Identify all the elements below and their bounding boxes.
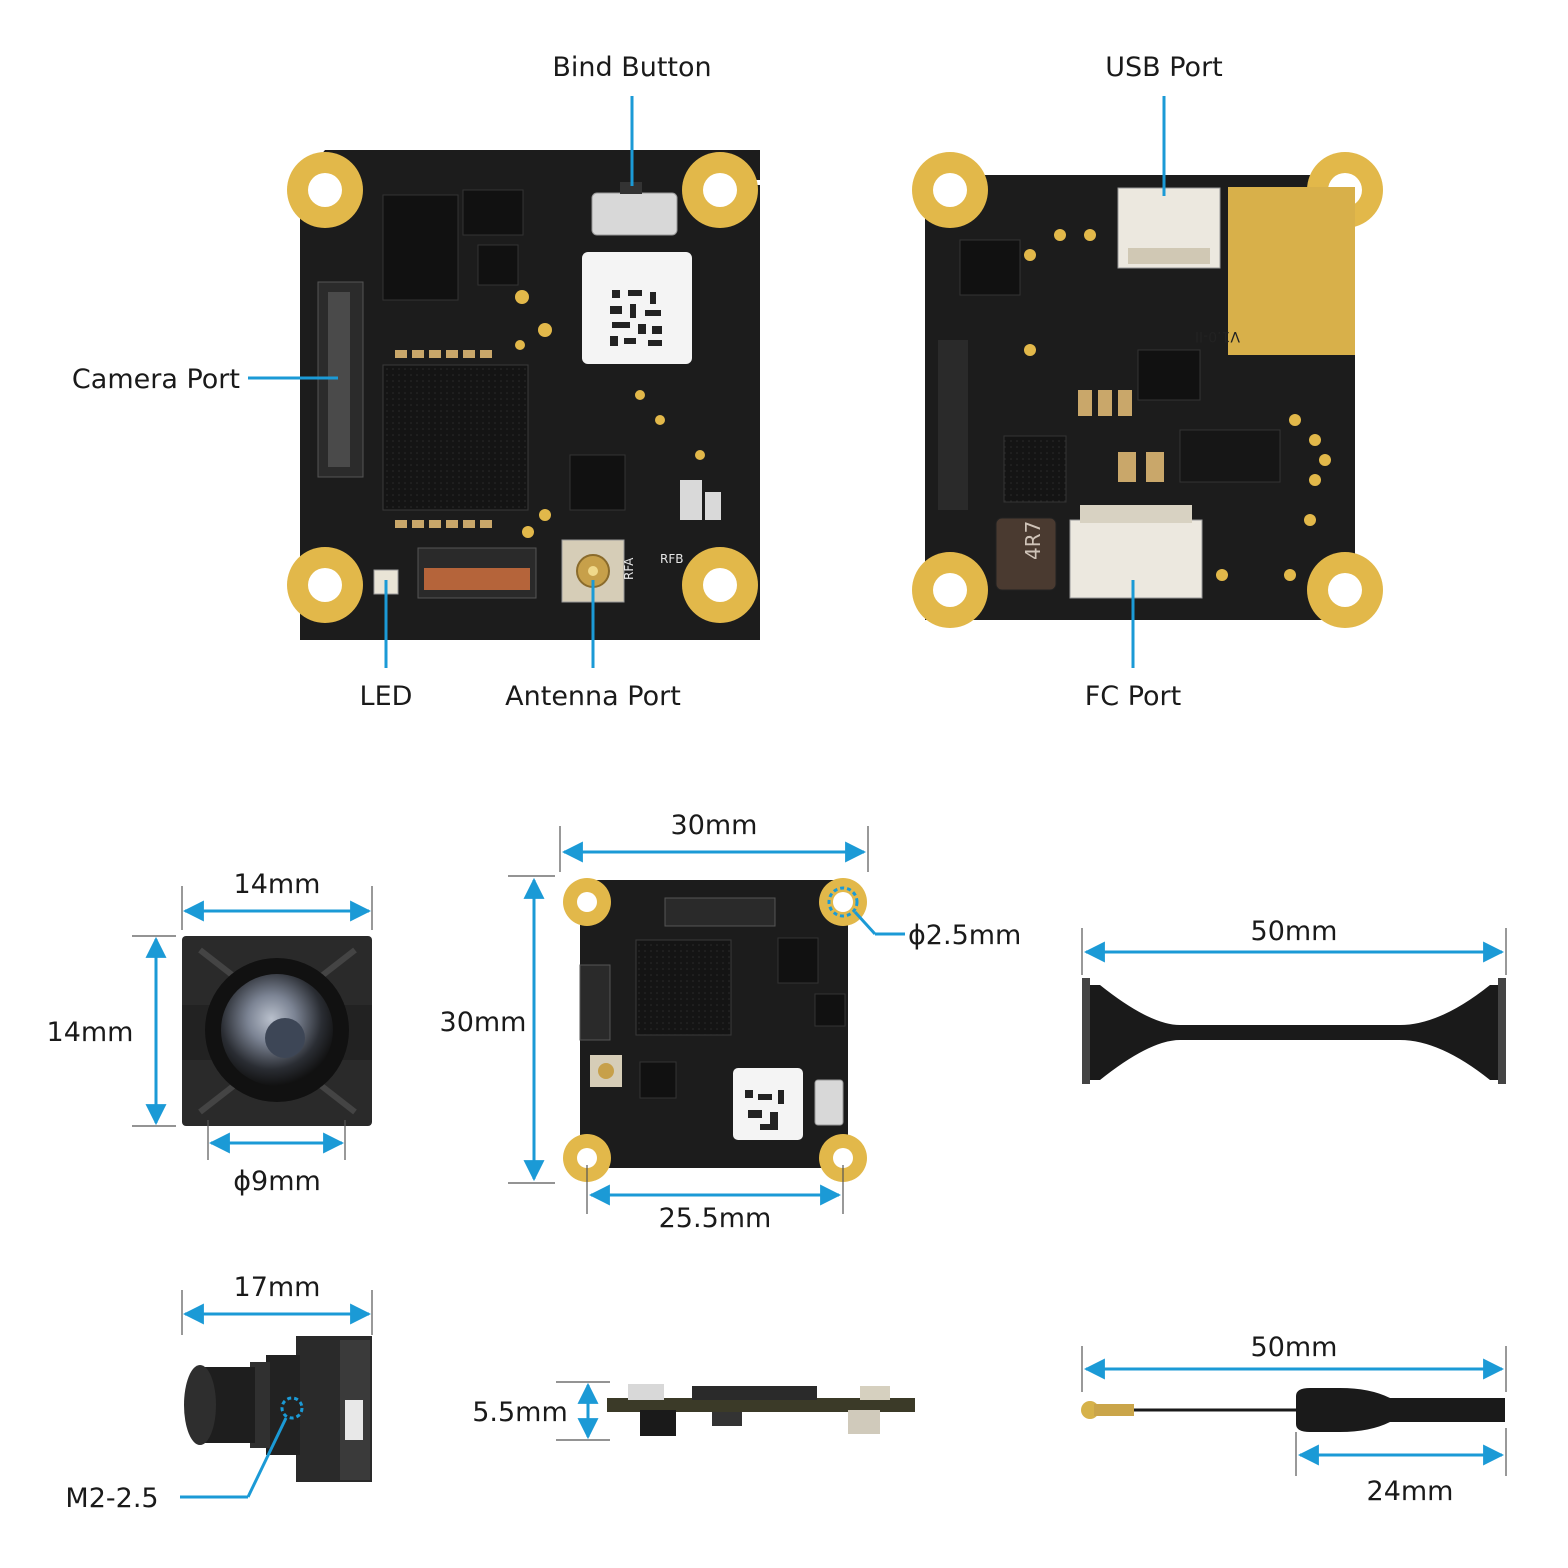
mounting-pad — [912, 152, 988, 228]
mounting-pad — [1307, 552, 1383, 628]
mounting-pad — [287, 152, 363, 228]
board-dimensions — [508, 826, 905, 1214]
inductor-marking: 4R7 — [1021, 521, 1045, 560]
camera-lens-label: ϕ9mm — [233, 1166, 321, 1197]
camera-front-dimensions — [132, 886, 373, 1160]
ribbon-dimension — [1081, 928, 1507, 975]
camera-width-label: 14mm — [234, 869, 321, 900]
callout-lines — [248, 96, 1166, 668]
camera-side — [184, 1336, 372, 1482]
camera-height-label: 14mm — [47, 1017, 134, 1048]
vtx-board-front: RFB RFA — [287, 150, 760, 640]
mounting-pad — [682, 547, 758, 623]
mounting-pad — [819, 1134, 867, 1182]
rfb-marking: RFB — [660, 552, 683, 566]
vtx-board-back: V1.0-II 4R7 — [912, 152, 1383, 628]
mounting-pad — [682, 152, 758, 228]
fc-port-label: FC Port — [1085, 681, 1182, 712]
rfa-marking: RFA — [622, 557, 636, 580]
mounting-pad — [563, 1134, 611, 1182]
usb-port-label: USB Port — [1105, 52, 1223, 83]
camera-port-label: Camera Port — [72, 364, 240, 395]
board-height-label: 30mm — [440, 1007, 527, 1038]
camera-front — [182, 936, 372, 1126]
vtx-board-dimensioned — [563, 878, 867, 1182]
board-thickness-dimension — [556, 1381, 610, 1441]
antenna — [1081, 1388, 1505, 1432]
antenna-dimensions — [1081, 1346, 1507, 1476]
antenna-port-label: Antenna Port — [505, 681, 681, 712]
camera-depth-label: 17mm — [234, 1272, 321, 1303]
mounting-pad — [287, 547, 363, 623]
mounting-pad — [563, 878, 611, 926]
version-marking: V1.0-II — [1195, 328, 1240, 344]
antenna-tip-label: 24mm — [1367, 1476, 1454, 1507]
board-width-label: 30mm — [671, 810, 758, 841]
ribbon-length-label: 50mm — [1251, 916, 1338, 947]
hole-spacing-label: 25.5mm — [659, 1203, 772, 1234]
mounting-pad — [912, 552, 988, 628]
vtx-board-side — [607, 1384, 915, 1436]
board-thickness-label: 5.5mm — [472, 1397, 568, 1428]
camera-screw-label: M2-2.5 — [65, 1483, 158, 1514]
camera-side-dimension — [180, 1290, 373, 1499]
antenna-length-label: 50mm — [1251, 1332, 1338, 1363]
bind-button-label: Bind Button — [552, 52, 711, 83]
led-label: LED — [360, 681, 413, 712]
ribbon-cable — [1082, 978, 1506, 1084]
board-hole-label: ϕ2.5mm — [908, 920, 1021, 951]
